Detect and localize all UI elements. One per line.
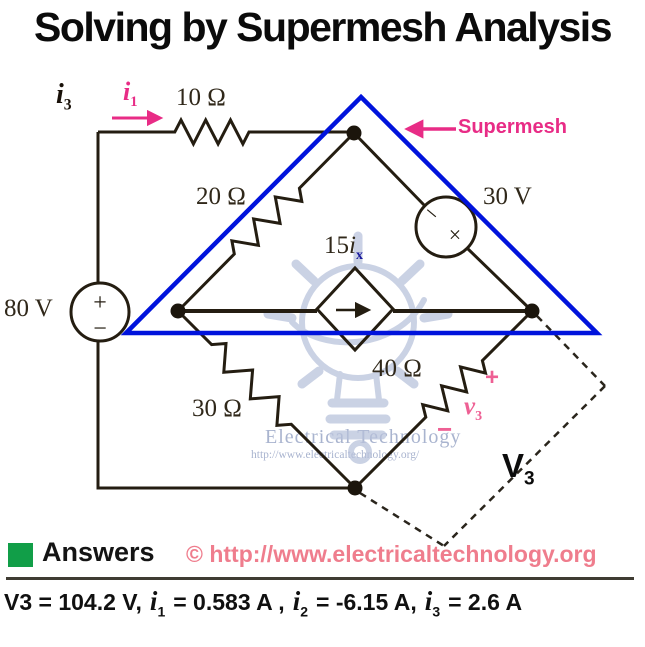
label-dependent-source: 15ix [324,232,363,263]
answer-i3-value: = 2.6 A [448,589,523,615]
answers-heading: Answers [42,537,155,567]
minus-sign-icon: − [93,316,107,342]
supermesh-triangle [120,93,603,336]
label-resistor-20ohm: 20 Ω [196,183,246,210]
circuit-nodes [170,125,540,496]
answer-i3-symbol: i3 [424,586,441,620]
watermark-url: http://www.electricaltechnology.org/ [251,449,420,461]
plus-sign-icon: + [93,290,107,316]
right-node [524,303,540,319]
label-source-80v: 80 V [4,295,53,322]
label-v3-small: v3 [464,393,483,424]
answer-i1-value: = 0.583 A , [173,589,285,615]
label-resistor-10ohm: 10 Ω [176,84,226,111]
separator-line [6,577,634,580]
answers-bullet-square-icon [8,543,33,567]
label-resistor-40ohm: 40 Ω [372,355,422,382]
label-current-i3: i3 [56,79,72,114]
answer-v3: V3 = 104.2 V, [4,589,142,615]
top-node [346,125,362,141]
resistor-40ohm [353,309,534,490]
label-v3-plus: + [485,364,500,391]
left-loop-wire [96,132,355,490]
label-supermesh: Supermesh [458,116,567,138]
source-30v: − × [414,195,478,259]
left-node [170,303,186,319]
resistor-30ohm [176,309,357,490]
circuit-wires [96,131,534,490]
lightbulb-watermark-icon [263,231,453,464]
v3-dashed-outline [359,315,606,548]
page-title: Solving by Supermesh Analysis [33,4,613,50]
dependent-source-15ix [314,265,396,353]
label-v3-minus: − [437,414,453,444]
resistor-10ohm [98,116,354,148]
source-80v: + − [69,281,131,343]
answer-results-line: V3 = 104.2 V, i1 = 0.583 A , i2 = -6.15 … [4,586,644,620]
label-v3-big: V3 [502,447,535,490]
resistor-20ohm [176,131,356,313]
label-resistor-30ohm: 30 Ω [192,395,242,422]
answer-i2-value: = -6.15 A, [316,589,417,615]
label-current-i1: i1 [123,77,138,111]
copyright-url: © http://www.electricaltechnology.org [186,541,597,567]
label-source-30v: 30 V [483,183,532,210]
answer-i1-symbol: i1 [149,586,166,620]
answer-i2-symbol: i2 [292,586,308,620]
bottom-node [347,480,363,496]
cross-plus-icon: × [449,222,461,247]
top-right-edge-wire [352,131,534,313]
